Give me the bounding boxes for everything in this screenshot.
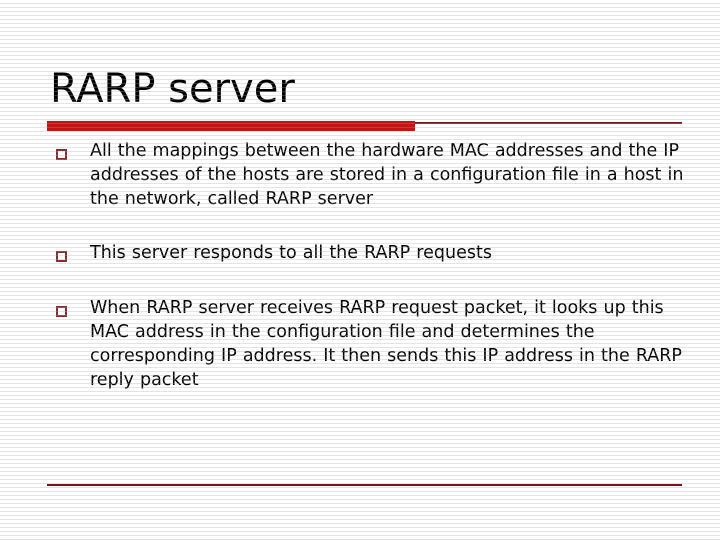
bullet-text: This server responds to all the RARP req…: [90, 243, 492, 263]
square-bullet-icon: [56, 306, 67, 317]
slide-body: All the mappings between the hardware MA…: [0, 139, 720, 392]
title-underline-thick-bar: [47, 121, 415, 131]
list-item: This server responds to all the RARP req…: [0, 241, 720, 265]
list-item: All the mappings between the hardware MA…: [0, 139, 720, 211]
square-bullet-icon: [56, 251, 67, 262]
bottom-divider-rule: [47, 484, 682, 486]
bullet-text: When RARP server receives RARP request p…: [90, 298, 682, 390]
square-bullet-icon: [56, 149, 67, 160]
bullet-text: All the mappings between the hardware MA…: [90, 141, 684, 209]
list-item: When RARP server receives RARP request p…: [0, 296, 720, 392]
page-title: RARP server: [50, 66, 295, 112]
